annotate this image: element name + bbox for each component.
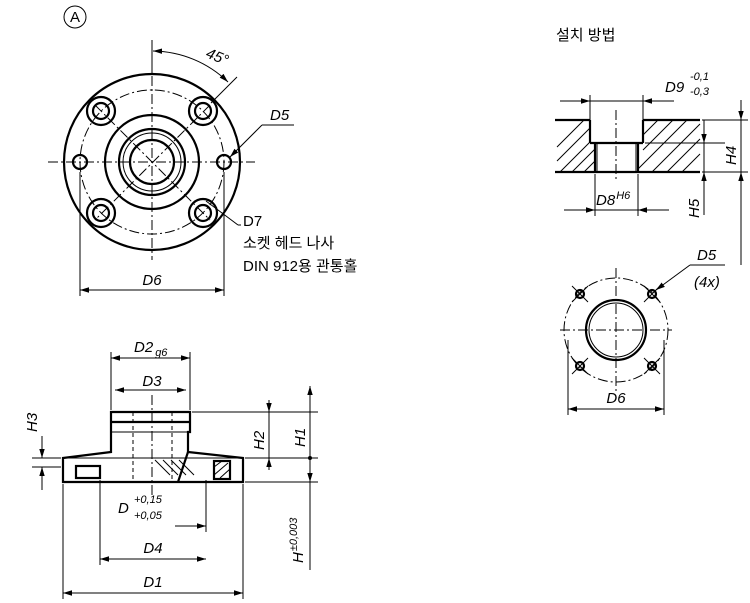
d9-tol-upper: -0,1	[690, 71, 709, 83]
d-label: D	[118, 500, 129, 517]
d4-label: D4	[143, 540, 162, 557]
pin-hole-left	[71, 153, 89, 171]
d5-label: D5	[270, 107, 290, 124]
d9-tol-lower: -0,3	[690, 86, 710, 98]
h1-label: H1	[292, 428, 309, 447]
bolt-circle	[79, 89, 225, 235]
d8-label: D8H6	[596, 190, 631, 209]
d3-label: D3	[142, 373, 162, 390]
view-marker-label: A	[70, 9, 80, 26]
d-tol-upper: +0,15	[134, 494, 163, 506]
d7-label: D7	[243, 213, 262, 230]
install-title: 설치 방법	[556, 27, 615, 44]
h-label: H±0,003	[288, 517, 307, 563]
d6-label: D6	[142, 272, 162, 289]
h3-label: H3	[24, 412, 41, 432]
d9-label: D9	[665, 79, 685, 96]
angle-label: 45°	[204, 45, 231, 69]
note-line2: DIN 912용 관통홀	[243, 258, 357, 275]
note-line1: 소켓 헤드 나사	[243, 235, 334, 252]
install-d5-count: (4x)	[694, 274, 720, 291]
d1-label: D1	[143, 574, 162, 591]
installation-view: 설치 방법 D9 -0,1 -0,3	[555, 27, 748, 415]
d-tol-lower: +0,05	[134, 510, 163, 522]
install-d5-label: D5	[697, 247, 717, 264]
install-bore-outer	[584, 298, 648, 362]
install-screw-holes	[571, 285, 661, 375]
counterbore-holes	[85, 95, 219, 229]
side-view-body	[61, 410, 245, 484]
install-d6-label: D6	[606, 390, 626, 407]
install-bolt-circle	[563, 277, 669, 383]
h2-label: H2	[251, 430, 268, 450]
view-marker-circle	[63, 5, 87, 29]
h4-label: H4	[723, 146, 740, 165]
h5-label: H5	[686, 198, 703, 218]
top-view: A 45° D5	[48, 5, 357, 296]
pin-hole-right	[215, 153, 233, 171]
